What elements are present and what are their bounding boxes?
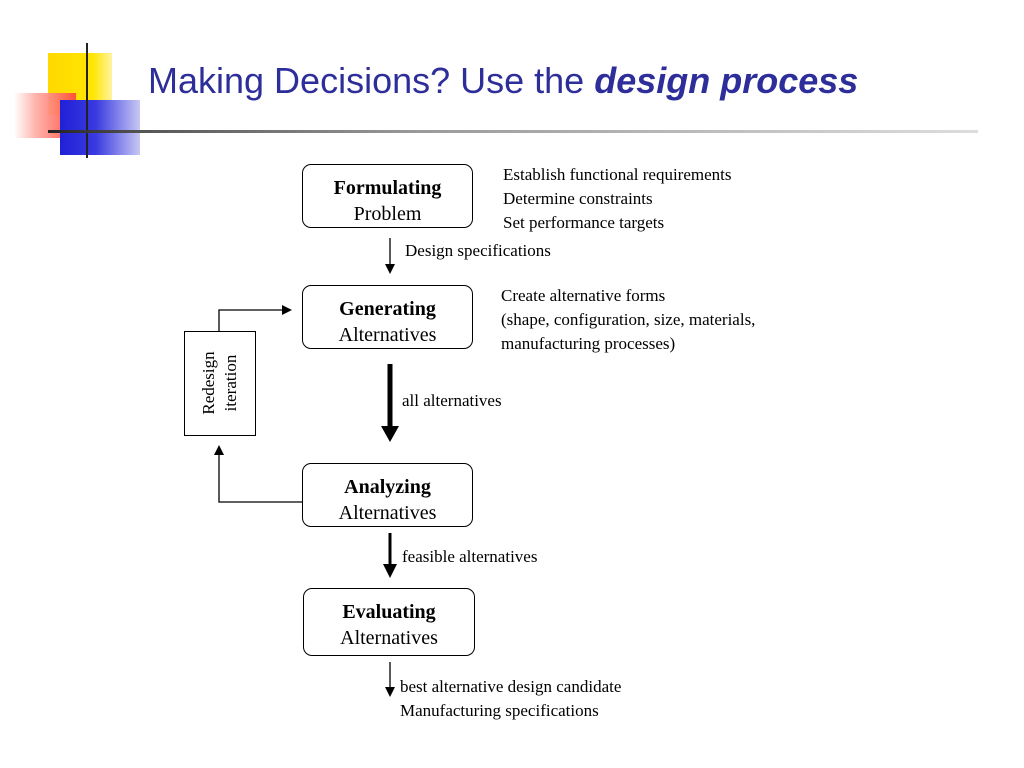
decor-blue-square [60,100,140,155]
step-formulating-title: Formulating [333,177,442,199]
note-line: Set performance targets [503,213,665,232]
step-evaluating-subtitle: Alternatives [340,627,438,649]
note-line: manufacturing processes) [501,334,676,353]
step-generating-box: Generating Alternatives [302,285,473,349]
label-output: best alternative design candidate Manufa… [400,675,621,723]
title-emphasis: design process [594,60,859,101]
note-line: Establish functional requirements [503,165,732,184]
redesign-line: iteration [221,354,240,412]
note-generating: Create alternative forms (shape, configu… [501,284,755,356]
step-analyzing-box: Analyzing Alternatives [302,463,473,527]
note-formulating: Establish functional requirements Determ… [503,163,732,235]
redesign-line: Redesign [199,351,218,415]
arrow-all-alternatives-head [381,426,399,442]
step-analyzing-title: Analyzing [344,476,431,498]
note-line: Create alternative forms [501,286,666,305]
title-prefix: Making Decisions? Use the [148,60,585,101]
arrow-feasible-head [383,564,397,578]
redesign-iteration-box [184,331,256,436]
step-analyzing-subtitle: Alternatives [338,502,437,524]
label-all-alternatives: all alternatives [402,391,502,410]
label-design-specifications: Design specifications [405,241,551,260]
slide-title: Making Decisions? Use the design process [148,60,858,102]
step-generating-title: Generating [339,298,436,320]
loop-redesign-to-generating [218,305,292,331]
output-line: Manufacturing specifications [400,701,599,720]
output-line: best alternative design candidate [400,677,622,696]
title-underline [48,130,978,133]
step-generating-subtitle: Alternatives [338,324,437,346]
step-formulating-subtitle: Problem [353,203,422,225]
label-feasible-alternatives: feasible alternatives [402,547,538,566]
step-evaluating-title: Evaluating [342,601,436,623]
loop-analyzing-to-redesign [214,445,303,503]
step-formulating-box: Formulating Problem [302,164,473,228]
note-line: (shape, configuration, size, materials, [501,310,756,329]
redesign-iteration-label: Redesign iteration [198,328,242,438]
step-evaluating-box: Evaluating Alternatives [303,588,475,656]
note-line: Determine constraints [503,189,653,208]
decor-vertical-line [86,43,88,158]
